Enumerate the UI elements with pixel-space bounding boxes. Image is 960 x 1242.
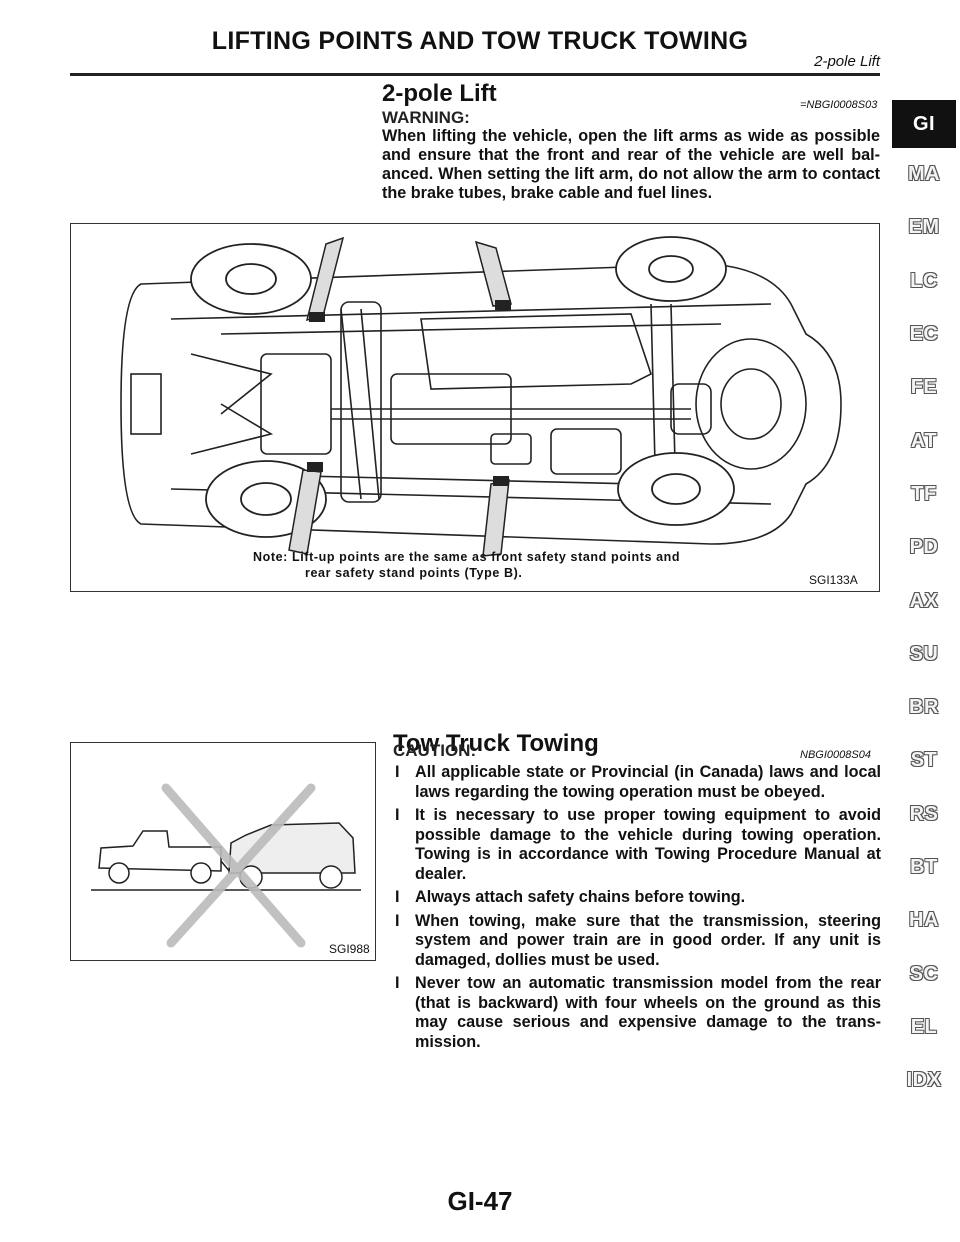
tab-em[interactable]: EM <box>908 216 940 239</box>
tab-su[interactable]: SU <box>909 642 939 665</box>
page-header-subtitle: 2-pole Lift <box>814 53 880 70</box>
section-code-lift: =NBGI0008S03 <box>800 99 878 111</box>
tab-at[interactable]: AT <box>910 429 938 452</box>
tab-tf[interactable]: TF <box>911 482 937 505</box>
warning-label: WARNING: <box>382 108 470 127</box>
figure-note-line2: rear safety stand points (Type B). <box>305 566 523 580</box>
tab-ec[interactable]: EC <box>909 323 939 346</box>
section-tab-list: GI MA EM LC EC FE AT TF PD AX SU BR ST R… <box>888 100 960 1107</box>
tab-el[interactable]: EL <box>910 1015 938 1038</box>
figure-note-line1: Note: Lift-up points are the same as fro… <box>253 550 681 564</box>
tab-rs[interactable]: RS <box>909 802 939 825</box>
tab-bt[interactable]: BT <box>910 856 938 878</box>
figure-id-tow: SGI988 <box>329 942 370 956</box>
underbody-figure: Note: Lift-up points are the same as fro… <box>70 223 880 592</box>
tow-prohibited-drawing <box>91 783 361 948</box>
bullet-mark: I <box>395 806 400 824</box>
tab-idx[interactable]: IDX <box>906 1069 942 1092</box>
section-title-tow-truck-towing: Tow Truck Towing <box>393 730 599 757</box>
bullet-mark: I <box>395 911 400 930</box>
tab-ma[interactable]: MA <box>907 163 941 186</box>
tab-lc[interactable]: LC <box>910 269 938 292</box>
bullet-mark: I <box>395 888 400 906</box>
tab-br[interactable]: BR <box>909 696 939 719</box>
figure-id-lift: SGI133A <box>809 573 858 587</box>
tab-gi[interactable]: GI <box>892 100 956 148</box>
tab-ha[interactable]: HA <box>909 909 939 932</box>
section-code-tow: NBGI0008S04 <box>800 749 871 761</box>
header-rule <box>70 73 880 76</box>
tab-sc[interactable]: SC <box>909 962 939 985</box>
warning-text: When lifting the vehicle, open the lift … <box>382 127 880 202</box>
tab-st[interactable]: ST <box>910 749 938 772</box>
tab-pd[interactable]: PD <box>909 536 939 559</box>
tow-figure: SGI988 <box>70 742 376 961</box>
underbody-drawing <box>120 236 842 557</box>
section-title-2-pole-lift: 2-pole Lift <box>382 80 497 107</box>
page-header-title: LIFTING POINTS AND TOW TRUCK TOWING <box>211 27 749 55</box>
tab-ax[interactable]: AX <box>909 589 939 612</box>
page-number: GI-47 <box>447 1186 513 1216</box>
bullet-mark: I <box>395 763 400 781</box>
caution-label: CAUTION: <box>393 741 477 760</box>
tab-fe[interactable]: FE <box>910 376 938 399</box>
bullet-mark: I <box>395 974 400 992</box>
